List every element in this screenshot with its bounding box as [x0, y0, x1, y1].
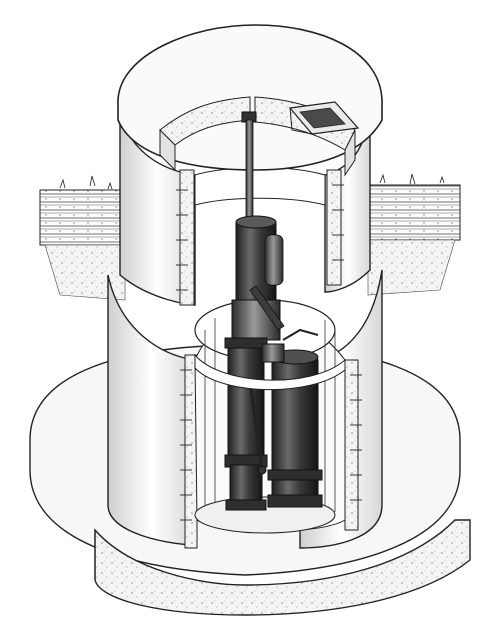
upper-shaft — [119, 107, 371, 306]
lower-wall-front-lip — [194, 353, 346, 391]
pump-motor — [231, 215, 284, 341]
access-hatch — [288, 101, 360, 135]
rebar-ties — [180, 369, 362, 521]
discharge-column — [224, 337, 268, 511]
lateral-pipe — [248, 285, 319, 475]
pump-casing — [267, 349, 323, 508]
